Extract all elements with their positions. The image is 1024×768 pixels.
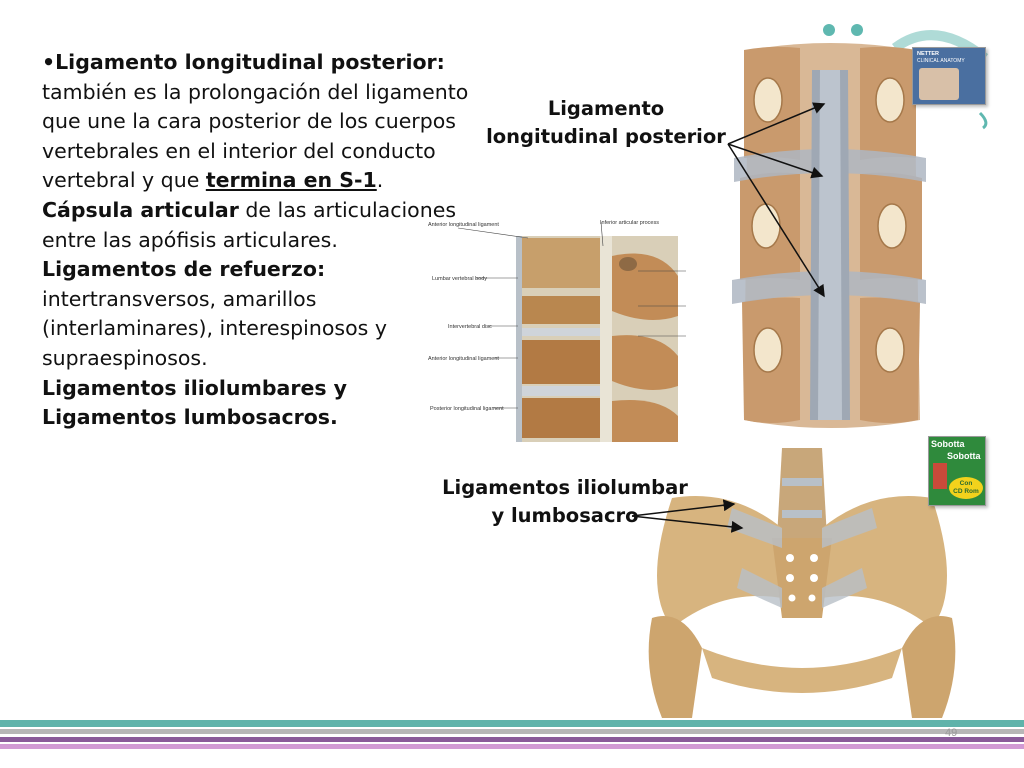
netter-cover-art xyxy=(919,68,959,100)
sobotta-book-cover: Sobotta Sobotta Con CD Rom xyxy=(928,436,986,506)
label-posterior-ligament: Posterior longitudinal ligament xyxy=(430,406,504,412)
footer-stripe-gray xyxy=(0,729,1024,734)
label-anterior-ligament: Anterior longitudinal ligament xyxy=(428,222,499,228)
page-number: 49 xyxy=(945,727,958,739)
spinal-canal xyxy=(600,236,612,442)
arrow-icon xyxy=(727,102,826,145)
sobotta-title-2: Sobotta xyxy=(947,451,981,461)
text-ligamentos-refuerzo: Ligamentos de refuerzo: xyxy=(42,257,326,282)
text-segment: . xyxy=(376,168,384,193)
arrow-icon xyxy=(727,143,824,179)
caption-posterior-ligament: Ligamento longitudinal posterior xyxy=(486,97,726,148)
netter-title: NETTER xyxy=(917,51,939,57)
logo-dot-icon xyxy=(823,24,835,36)
arrow-icon xyxy=(631,499,736,517)
pelvis-illustration xyxy=(648,448,956,718)
main-body-text: •Ligamento longitudinal posterior: tambi… xyxy=(42,48,472,433)
vertebral-bodies xyxy=(518,238,600,438)
posterior-elements xyxy=(612,253,678,442)
caption-iliolumbar: Ligamentos iliolumbar y lumbosacro xyxy=(442,476,688,527)
label-anterior-ligament-2: Anterior longitudinal ligament xyxy=(428,356,499,362)
footer-stripe-purple xyxy=(0,737,1024,742)
heading-posterior-ligament: Ligamento longitudinal posterior: xyxy=(55,50,445,74)
label-intervertebral-disc: Intervertebral disc xyxy=(448,324,492,330)
arrow-icon xyxy=(727,143,825,298)
text-iliolumbares: Ligamentos iliolumbares y Ligamentos lum… xyxy=(42,375,348,430)
right-femur xyxy=(902,616,956,718)
spine-section-diagram: Anterior longitudinal ligament Inferior … xyxy=(428,220,686,442)
cd-rom-badge: Con CD Rom xyxy=(949,477,983,499)
sacral-foramina xyxy=(786,554,818,602)
text-termina-s1: termina en S-1 xyxy=(205,168,377,193)
text-capsula-articular: Cápsula articular xyxy=(42,197,239,222)
label-inferior-articular: Inferior articular process xyxy=(600,220,659,226)
pubic-arch xyxy=(702,648,902,693)
logo-dot-icon xyxy=(851,24,863,36)
leader-lines xyxy=(457,221,686,409)
logo-swoosh-icon xyxy=(978,111,988,130)
vertebral-column-illustration xyxy=(732,43,926,428)
label-lumbar-body: Lumbar vertebral body xyxy=(432,276,487,282)
text-segment: intertransversos, amarillos (interlamina… xyxy=(42,286,387,370)
netter-book-cover: NETTER CLINICAL ANATOMY xyxy=(912,47,986,105)
iliolumbar-ligaments xyxy=(727,508,877,608)
text-segment: de las articulaciones entre las apófisis… xyxy=(42,197,456,252)
footer-stripe-teal xyxy=(0,720,1024,727)
netter-subtitle: CLINICAL ANATOMY xyxy=(917,58,965,64)
bullet: • xyxy=(42,50,56,74)
arrow-icon xyxy=(631,515,744,533)
text-segment: también es la prolongación del ligamento… xyxy=(42,79,469,193)
anterior-ligament-band xyxy=(516,236,522,442)
sobotta-title: Sobotta xyxy=(931,439,965,449)
left-femur xyxy=(648,616,702,718)
footer-stripe-pink xyxy=(0,744,1024,749)
